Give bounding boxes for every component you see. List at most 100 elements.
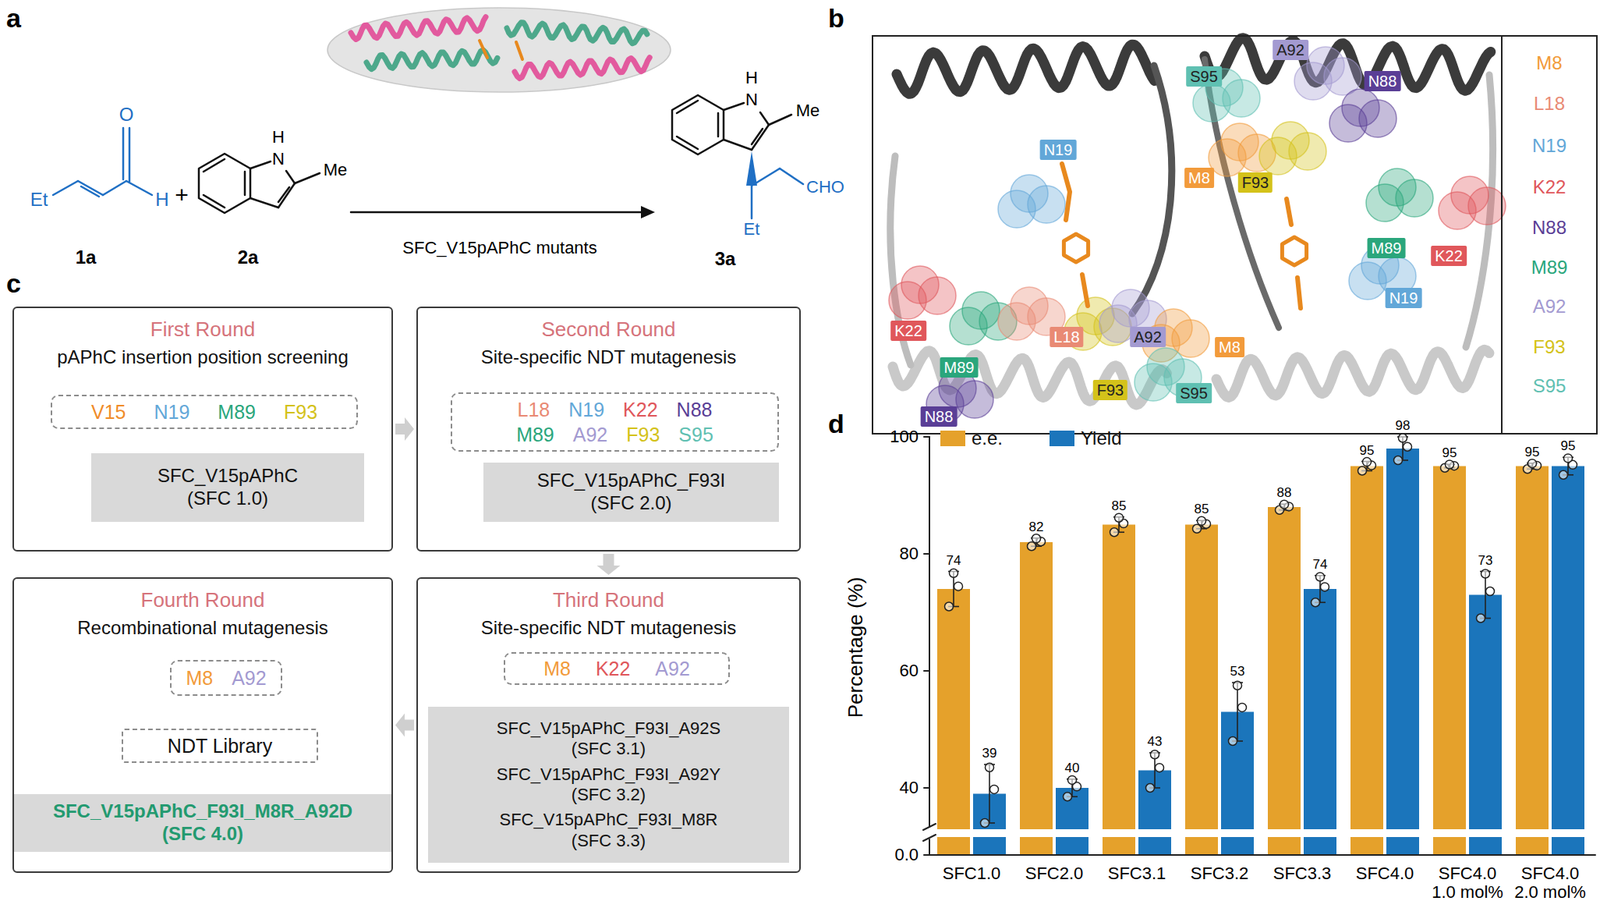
- axis-title: Percentage (%): [844, 576, 868, 719]
- bond-line: [723, 139, 752, 150]
- bond-line: [102, 180, 127, 195]
- data-point: [1228, 736, 1238, 746]
- axis-category: SFC4.0: [1521, 863, 1580, 883]
- residue-text: A92: [654, 656, 690, 680]
- bond-line: [128, 127, 131, 182]
- tick-label: 100: [889, 426, 919, 447]
- bond-line: [203, 159, 225, 172]
- data-point: [1320, 582, 1330, 592]
- bond-line: [286, 170, 295, 184]
- bar: [1386, 448, 1420, 855]
- result-box: SFC_V15pAPhC_F93I_M8R_A92D (SFC 4.0): [14, 793, 392, 852]
- round-title: Third Round: [417, 587, 800, 613]
- block-arrow-shape: [395, 713, 415, 737]
- round-title: Fourth Round: [14, 587, 392, 613]
- helix-ribbon: [506, 22, 648, 44]
- axis-break-gap: [920, 828, 1597, 837]
- legend-text: Yield: [1080, 427, 1122, 450]
- legend-text: L18: [1533, 92, 1565, 115]
- residue-tag-text: F93: [1097, 381, 1124, 399]
- block-arrow: [395, 713, 415, 737]
- residue-sphere: [998, 302, 1036, 340]
- residue-text: K22: [623, 397, 658, 422]
- residue-tag: K22: [890, 320, 927, 341]
- round-box: Second RoundSite-specific NDT mutagenesi…: [416, 306, 801, 552]
- chem-label: N: [745, 89, 758, 110]
- chem-label: Et: [743, 219, 761, 239]
- data-point: [1280, 499, 1289, 509]
- variant-name: SFC_V15pAPhC_F93I_A92Y (SFC 3.2): [480, 764, 738, 806]
- residue-tag-text: K22: [1434, 247, 1463, 265]
- data-point: [1192, 523, 1202, 533]
- residue-tag: F93: [1093, 379, 1128, 400]
- legend-entry: L18: [1533, 92, 1565, 115]
- residue-sphere: [1438, 191, 1477, 230]
- tick: [923, 786, 930, 789]
- bar: [1515, 466, 1549, 856]
- residue-text: F93: [283, 400, 318, 424]
- data-point: [1311, 598, 1321, 607]
- loop-ribbon: [1132, 65, 1172, 314]
- residue-tag-text: A92: [1276, 41, 1305, 59]
- residue-sphere: [1259, 137, 1297, 175]
- result-box: SFC_V15pAPhC_F93I_A92S (SFC 3.1)SFC_V15p…: [428, 706, 790, 863]
- ligand-stick: [479, 40, 488, 58]
- data-point: [1445, 460, 1455, 469]
- value-label: 82: [1029, 519, 1045, 535]
- data-point: [1486, 587, 1495, 596]
- chem-label: Et: [30, 188, 49, 211]
- bond-line: [676, 136, 698, 149]
- chem-label: 2a: [237, 246, 259, 269]
- variant-name: SFC_V15pAPhC_F93I_M8R (SFC 3.3): [480, 809, 738, 851]
- residue-tag-text: F93: [1242, 173, 1269, 192]
- residue-text: L18: [517, 397, 551, 422]
- residue-sphere: [888, 281, 927, 319]
- bar-group: [937, 448, 1585, 855]
- bond-line: [779, 168, 804, 185]
- bond-line: [294, 173, 320, 184]
- residue-tag-text: M8: [1188, 169, 1211, 187]
- bond-line: [750, 185, 754, 219]
- data-point: [1394, 456, 1403, 465]
- residue-text: S95: [678, 422, 713, 447]
- chem-label: 3a: [715, 247, 737, 270]
- benzene-ring: [198, 153, 251, 213]
- residue-text: A92: [231, 665, 266, 690]
- data-point: [1068, 775, 1077, 784]
- data-point: [1481, 569, 1491, 578]
- residue-tag-text: L18: [1053, 328, 1080, 346]
- data-point: [1027, 541, 1037, 551]
- residue-text: N19: [153, 400, 190, 424]
- data-point: [1398, 433, 1408, 443]
- error-bar: [988, 764, 991, 823]
- data-point: [1063, 792, 1073, 801]
- residue-tag: N88: [920, 406, 958, 427]
- data-point: [990, 784, 999, 793]
- legend-entry: M8: [1536, 52, 1562, 75]
- chem-label: H: [745, 67, 758, 88]
- tick: [923, 552, 930, 555]
- y-axis: [928, 436, 931, 827]
- residue-tag: M8: [1184, 167, 1215, 188]
- bond-line: [760, 112, 769, 125]
- residue-set: M8K22A92: [503, 651, 730, 685]
- round-subtitle: pAPhC insertion position screening: [14, 346, 392, 369]
- data-point: [1358, 466, 1367, 475]
- ligand-stick: [1297, 277, 1301, 308]
- y-axis: [928, 838, 931, 855]
- tick: [923, 435, 930, 438]
- residue-tag-text: N19: [1389, 289, 1419, 307]
- panel-letter: d: [828, 408, 845, 439]
- data-point: [945, 601, 954, 611]
- data-point: [1115, 513, 1124, 522]
- residue-text: K22: [595, 656, 631, 680]
- round-title: First Round: [14, 317, 392, 342]
- value-label: 95: [1442, 445, 1458, 461]
- helix-ribbon: [1216, 349, 1490, 397]
- helix-ribbon: [366, 49, 498, 70]
- legend-text: F93: [1532, 336, 1565, 358]
- bond-line: [717, 113, 720, 137]
- bond-line: [126, 180, 153, 195]
- residue-sphere: [1294, 62, 1332, 100]
- legend-entry: N19: [1532, 134, 1567, 157]
